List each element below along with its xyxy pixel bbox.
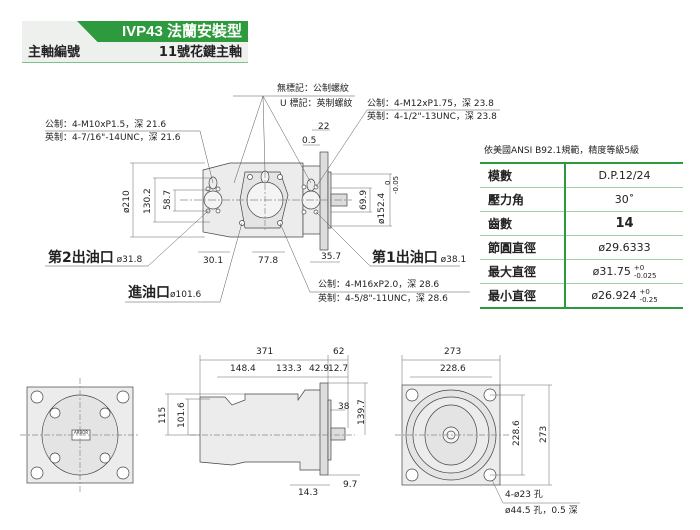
dim-148-4: 148.4 [230,364,256,374]
inlet-diameter: ø101.6 [170,290,202,300]
dim-139-7: 139.7 [357,399,367,425]
dim-35-7: 35.7 [321,252,342,262]
dim-42-9: 42.9 [309,364,330,374]
spline-table-caption: 依美國ANSI B92.1規範，精度等級5級 [484,146,640,156]
dim-210: ø210 [122,190,132,213]
row-key: 齒數 [480,211,566,236]
dim-130-2: 130.2 [143,188,153,214]
front-view [395,384,510,486]
dim-0-5: 0.5 [302,136,317,146]
arbor-logo: ARBOR [74,430,89,435]
port2-label: 第2出油口 [48,250,114,266]
port2-imperial-thread: 英制：4-7/16"-14UNC，深 21.6 [45,133,181,143]
port2-diameter: ø31.8 [116,255,143,265]
row-key: 壓力角 [480,187,566,212]
row-value: 14 [565,211,683,236]
port1-callout: 第1出油口 ø38.1 [372,250,466,266]
inlet-metric-thread: 公制：4-M16xP2.0，深 28.6 [318,280,440,290]
dim-371: 371 [256,347,274,357]
side-view [190,382,355,476]
inlet-imperial-thread: 英制：4-5/8"-11UNC，深 28.6 [318,294,448,304]
dim-152-4-tol-low: -0.05 [392,175,400,194]
dim-273-vertical: 273 [539,425,549,443]
dim-228-6-horizontal: 228.6 [440,364,466,374]
row-value: D.P.12/24 [565,162,683,188]
dim-69-9: 69.9 [359,189,369,210]
port2-callout: 第2出油口 ø31.8 [48,250,142,266]
rear-view [20,378,140,492]
top-view-leader-lines [45,95,500,303]
dim-101-6: 101.6 [177,402,187,428]
tol-low: -0.25 [639,295,658,304]
dim-115: 115 [158,406,168,424]
tol-low: -0.025 [633,271,657,280]
front-view-dimension-lines [401,355,580,504]
dim-38: 38 [338,402,350,412]
tol-up: +0 [633,263,645,272]
top-view-dimension-lines [130,129,392,263]
counterbore-note: ø44.5 孔，0.5 深 [505,506,578,516]
shaft-value: 11號花鍵主軸 [158,45,242,60]
dim-62: 62 [333,347,345,357]
row-value: ø31.75 [592,264,631,278]
tolerance: +0-0.25 [640,288,658,304]
dim-228-6-vertical: 228.6 [512,420,522,446]
header-divider [22,62,248,63]
dim-133-3: 133.3 [276,364,302,374]
row-value: ø26.924 [591,288,637,302]
dim-152-4: ø152.4 [377,192,387,224]
dim-12-7: 12.7 [328,364,349,374]
dim-9-7: 9.7 [343,480,358,490]
side-view-dimension-lines [165,355,368,486]
row-key: 節圓直徑 [480,235,566,260]
shaft-label: 主軸編號 [28,45,81,60]
tolerance: +0-0.025 [634,264,657,280]
model-title: IVP43 法蘭安裝型 [77,21,248,42]
row-key: 模數 [480,162,566,188]
row-value: ø29.6333 [565,235,683,260]
dim-14-3: 14.3 [298,488,319,498]
row-value-cell: ø31.75+0-0.025 [565,259,683,284]
port2-metric-thread: 公制：4-M10xP1.5，深 21.6 [45,120,167,130]
note-no-mark: 無標記：公制螺紋 [277,84,350,94]
dim-58-7: 58.7 [163,189,173,210]
top-view-body [180,151,352,251]
inlet-callout: 進油口ø101.6 [128,285,201,301]
port1-metric-thread: 公制：4-M12xP1.75，深 23.8 [367,99,494,109]
row-value: 30˚ [565,187,683,212]
model-header: IVP43 法蘭安裝型 主軸編號 11號花鍵主軸 [22,21,248,63]
hole-note: 4-ø23 孔 [505,490,543,500]
row-key: 最大直徑 [480,259,566,284]
port1-diameter: ø38.1 [440,255,467,265]
port1-label: 第1出油口 [372,250,438,266]
inlet-label: 進油口 [128,285,170,301]
tol-up: +0 [639,287,650,296]
port1-imperial-thread: 英制：4-1/2"-13UNC，深 23.8 [367,112,497,122]
dim-22: 22 [318,122,330,132]
row-value-cell: ø26.924+0-0.25 [565,283,683,309]
note-u-mark: U 標記：英制螺紋 [280,99,353,109]
dim-30-1: 30.1 [203,256,224,266]
row-key: 最小直徑 [480,283,566,309]
dim-77-8: 77.8 [258,256,279,266]
dim-273-horizontal: 273 [444,347,462,357]
